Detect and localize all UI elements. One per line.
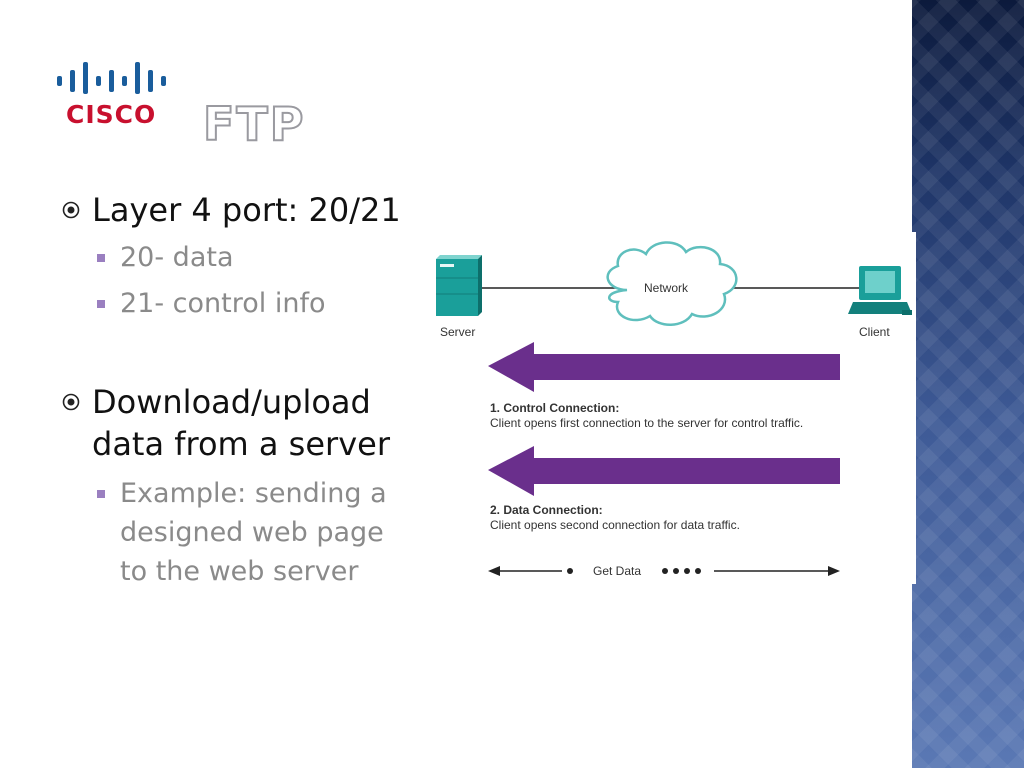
bullet-text: Layer 4 port: 20/21 [92,191,401,229]
network-cloud-icon [606,241,738,326]
data-connection-title: 2. Data Connection: [490,503,603,517]
sub-bullet-text-line-1: Example: sending a [120,478,387,509]
server-icon [436,255,482,316]
circle-bullet-icon [62,393,80,411]
control-connection-arrow [488,342,840,392]
sub-bullet-text-line-3: to the web server [120,556,359,587]
data-connection-desc: Client opens second connection for data … [490,518,740,532]
get-data-flow-arrow [488,566,840,576]
control-connection-desc: Client opens first connection to the ser… [490,416,803,430]
cisco-wordmark: CISCO [66,100,157,129]
client-label: Client [859,325,890,339]
circle-bullet-icon [62,201,80,219]
data-connection-arrow [488,446,840,496]
bullet-text-line-2: data from a server [92,425,390,463]
bullet-text-line-1: Download/upload [92,383,371,421]
network-label: Network [644,281,689,295]
square-bullet-icon [97,254,105,262]
slide-title: FTP [202,96,306,152]
server-label: Server [440,325,475,339]
sub-bullet-text: 21- control info [120,288,326,319]
client-computer-icon [848,266,912,315]
sub-bullet-text-line-2: designed web page [120,517,384,548]
decorative-side-band [912,0,1024,768]
get-data-label: Get Data [593,564,641,578]
ftp-diagram: Server Network Client 1. Control Connect… [422,232,916,584]
square-bullet-icon [97,300,105,308]
control-connection-title: 1. Control Connection: [490,401,619,415]
sub-bullet-text: 20- data [120,242,234,273]
cisco-bars-icon [57,62,166,94]
square-bullet-icon [97,490,105,498]
cisco-logo: CISCO [55,60,179,130]
